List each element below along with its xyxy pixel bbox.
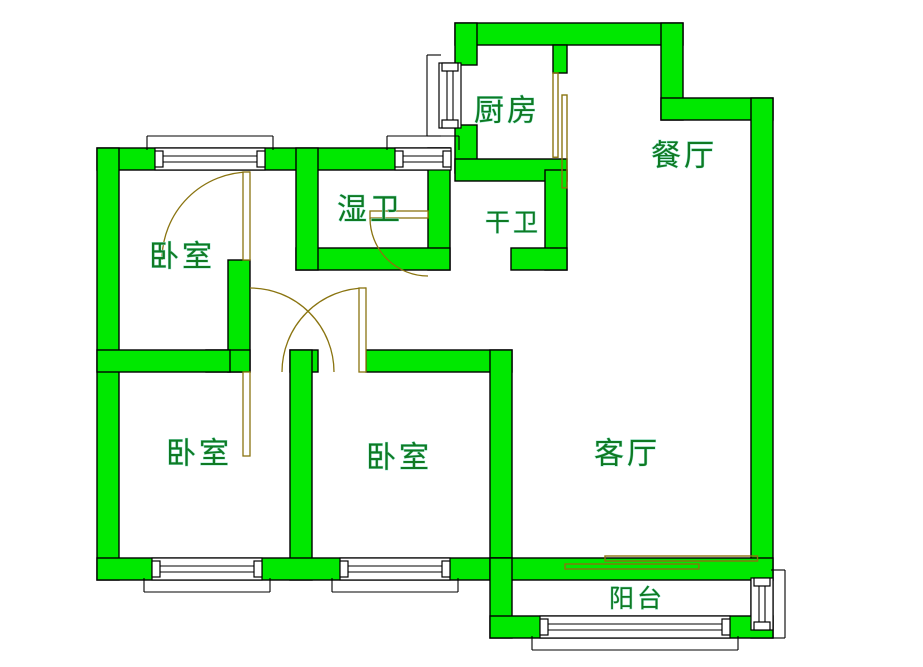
kitchen-right-wall [552, 44, 568, 74]
room-label-bedroom_top: 卧室 [149, 240, 215, 275]
bedroom-mid-window-jamb-b [441, 560, 451, 578]
bedroom-mid-window-jamb-a [339, 560, 349, 578]
balcony-sliding-door-panel-1 [564, 563, 700, 570]
bedroom-divider-wall [289, 349, 313, 581]
balcony-window [531, 615, 739, 651]
kitchen-sliding-door [552, 72, 568, 189]
kitchen-window [426, 54, 462, 137]
windows-group [143, 54, 786, 651]
balcony-window-jamb-b [721, 618, 731, 636]
sliding-doors-group [552, 72, 759, 570]
room-label-bedroom_left: 卧室 [166, 437, 232, 472]
balcony-window-frame [539, 615, 731, 639]
wetbath-bottom-wall [295, 247, 451, 271]
bedroom-left-door-swing-arc [249, 287, 335, 373]
doors-group [161, 171, 429, 457]
bedroom-top-door [161, 171, 251, 261]
walls-group [96, 22, 774, 639]
bedroom-left-window-jamb-a [151, 560, 161, 578]
kitchen-window-jamb-b [441, 119, 459, 129]
kitchen-left-wall-upper [454, 22, 478, 66]
bedroom-left-door-leaf [242, 371, 251, 457]
kitchen-sliding-door-panel-2 [561, 94, 568, 189]
wetbath-window-jamb-a [394, 150, 404, 168]
balcony-window-jamb-a [539, 618, 549, 636]
wetbath-door-leaf [369, 210, 429, 219]
kitchen-window-frame [438, 62, 462, 129]
kitchen-sliding-door-panel-1 [552, 72, 559, 158]
wetbath-door-swing-arc [369, 217, 429, 277]
balcony-sliding-door-panel-2 [604, 555, 759, 562]
balcony-side-window-jamb-a [753, 577, 771, 587]
bedroom-left-window-jamb-b [253, 560, 263, 578]
room-label-kitchen: 厨房 [474, 94, 540, 129]
bedroom-mid-right-wall [489, 349, 513, 581]
bedroom-top-window-jamb-a [154, 150, 164, 168]
room-label-living: 客厅 [594, 437, 660, 472]
bedroom-left-window-frame [151, 557, 263, 581]
wetbath-door [369, 210, 429, 277]
wetbath-left-wall [295, 147, 319, 271]
bedroom-left-door [242, 287, 335, 457]
bedroom-top-window [146, 135, 274, 171]
bedroom-mid-door [281, 287, 367, 373]
bedroom-top-door-leaf [242, 171, 251, 261]
room-label-wet_bath: 湿卫 [337, 193, 403, 228]
bedroom-mid-door-swing-arc [281, 287, 367, 373]
room-label-balcony: 阳台 [609, 584, 665, 613]
balcony-side-window-jamb-b [753, 621, 771, 631]
kitchen-window-jamb-a [441, 62, 459, 72]
kitchen-top-wall [454, 22, 684, 46]
bedroom-left-window [143, 557, 271, 593]
room-labels-group: 厨房餐厅湿卫干卫卧室卧室卧室客厅阳台 [149, 93, 717, 613]
bedroom-top-window-jamb-b [256, 150, 266, 168]
drybath-bottom-wall [510, 247, 568, 271]
bedroom-top-door-swing-arc [161, 171, 251, 261]
bedroom-mid-window-frame [339, 557, 451, 581]
outer-right-wall [750, 97, 774, 639]
balcony-sliding-door [564, 555, 759, 570]
wetbath-window-jamb-b [442, 150, 452, 168]
wetbath-window [386, 135, 460, 171]
balcony-side-window [750, 569, 786, 639]
bedroom-top-window-frame [154, 147, 266, 171]
bedroom-left-top-wall [96, 349, 231, 373]
room-label-bedroom_mid: 卧室 [366, 441, 432, 476]
room-label-dining: 餐厅 [651, 139, 717, 174]
bedroom-mid-window [331, 557, 459, 593]
bedroom-mid-door-leaf [358, 287, 367, 373]
room-label-dry_bath: 干卫 [485, 208, 541, 237]
